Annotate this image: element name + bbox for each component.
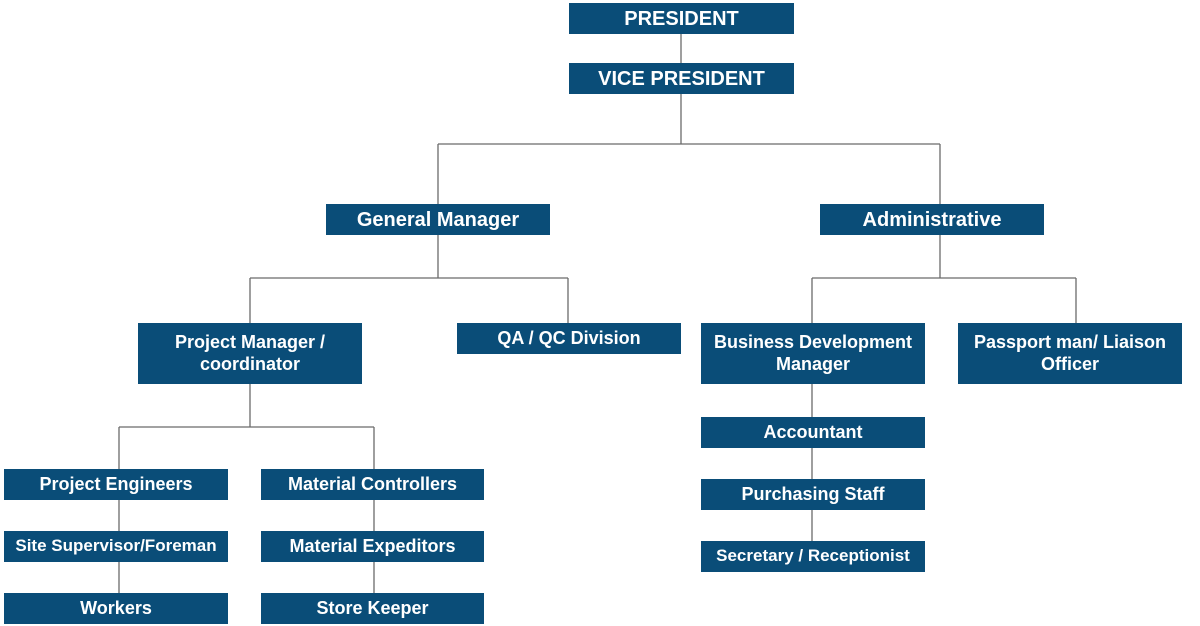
node-accountant: Accountant <box>701 417 925 448</box>
connector-gm-branches <box>249 235 569 323</box>
node-vice-president: VICE PRESIDENT <box>569 63 794 94</box>
node-qa-qc: QA / QC Division <box>457 323 681 354</box>
node-material-expeditors-label: Material Expeditors <box>289 535 456 556</box>
node-passport-liaison-label: Passport man/ Liaison Officer <box>973 331 1167 374</box>
node-workers: Workers <box>4 593 228 624</box>
node-general-manager: General Manager <box>326 204 550 235</box>
node-store-keeper-label: Store Keeper <box>316 597 429 618</box>
node-qa-qc-label: QA / QC Division <box>497 327 641 348</box>
connector-pm-branches <box>118 384 375 469</box>
node-administrative: Administrative <box>820 204 1044 235</box>
node-general-manager-label: General Manager <box>356 208 520 231</box>
node-business-development: Business Development Manager <box>701 323 925 384</box>
node-secretary: Secretary / Receptionist <box>701 541 925 572</box>
node-workers-label: Workers <box>80 597 152 618</box>
node-passport-liaison: Passport man/ Liaison Officer <box>958 323 1182 384</box>
node-purchasing-staff-label: Purchasing Staff <box>741 483 885 504</box>
node-purchasing-staff: Purchasing Staff <box>701 479 925 510</box>
connector-vp-branches <box>437 94 941 204</box>
node-project-engineers-label: Project Engineers <box>39 473 193 494</box>
node-material-controllers: Material Controllers <box>261 469 484 500</box>
node-site-supervisor-label: Site Supervisor/Foreman <box>15 536 217 556</box>
node-project-manager-label: Project Manager / coordinator <box>174 331 326 374</box>
node-president-label: PRESIDENT <box>624 7 739 30</box>
node-store-keeper: Store Keeper <box>261 593 484 624</box>
node-administrative-label: Administrative <box>862 208 1002 231</box>
node-material-controllers-label: Material Controllers <box>287 473 458 494</box>
node-project-manager: Project Manager / coordinator <box>138 323 362 384</box>
node-material-expeditors: Material Expeditors <box>261 531 484 562</box>
node-secretary-label: Secretary / Receptionist <box>716 546 910 566</box>
connector-admin-branches <box>811 235 1077 323</box>
node-president: PRESIDENT <box>569 3 794 34</box>
node-business-development-label: Business Development Manager <box>713 331 913 374</box>
node-project-engineers: Project Engineers <box>4 469 228 500</box>
node-site-supervisor: Site Supervisor/Foreman <box>4 531 228 562</box>
node-vice-president-label: VICE PRESIDENT <box>598 67 765 90</box>
node-accountant-label: Accountant <box>763 421 863 442</box>
